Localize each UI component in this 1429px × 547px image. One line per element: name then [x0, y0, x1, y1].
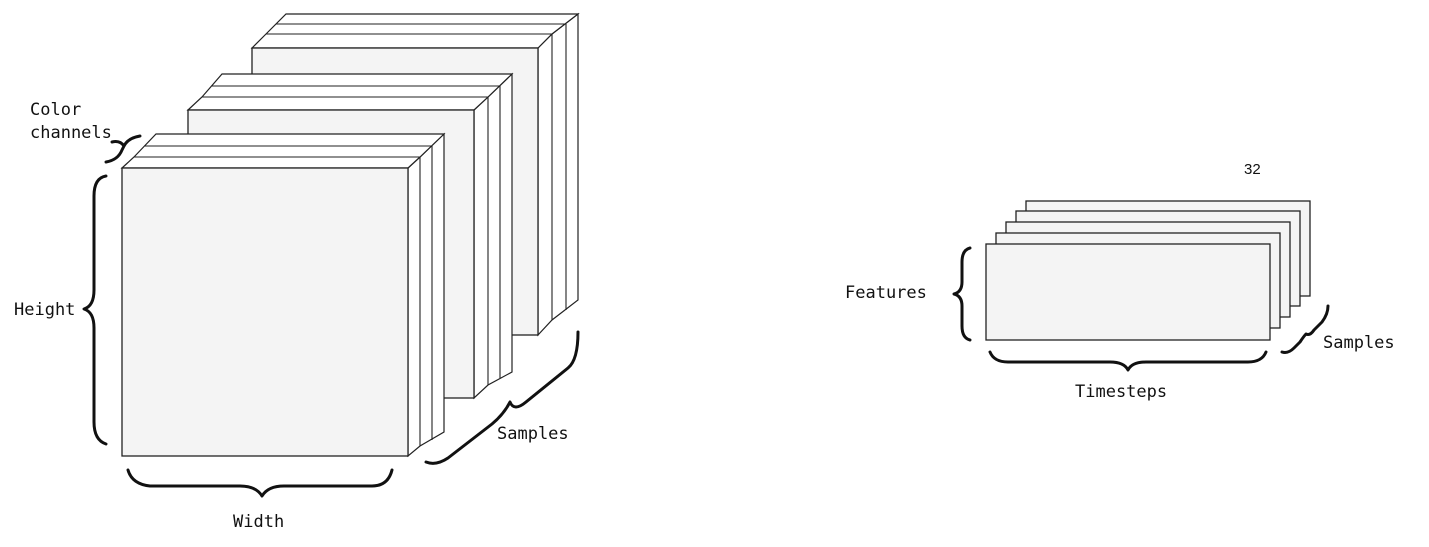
width-label: Width — [233, 512, 284, 532]
image-tensor-diagram: Color channels Height Width Samples — [14, 12, 580, 532]
features-brace — [952, 246, 972, 342]
color-channels-label-line1: Color — [30, 100, 81, 120]
image-samples-brace — [424, 330, 580, 465]
height-label: Height — [14, 300, 75, 320]
annotation-number: 32 — [1244, 161, 1261, 178]
image-stack-front — [120, 132, 446, 458]
timeseries-sheet-1 — [985, 243, 1271, 341]
width-brace — [126, 468, 394, 498]
image-samples-label: Samples — [497, 424, 569, 444]
color-channels-brace — [104, 134, 142, 164]
height-brace — [82, 174, 108, 446]
timeseries-samples-brace — [1280, 304, 1330, 354]
timesteps-label: Timesteps — [1075, 382, 1167, 402]
timeseries-tensor-diagram: 32 Features Timesteps Samples — [845, 161, 1395, 402]
timesteps-brace — [988, 350, 1268, 372]
color-channels-label-line2: channels — [30, 123, 112, 143]
features-label: Features — [845, 283, 927, 303]
timeseries-samples-label: Samples — [1323, 333, 1395, 353]
